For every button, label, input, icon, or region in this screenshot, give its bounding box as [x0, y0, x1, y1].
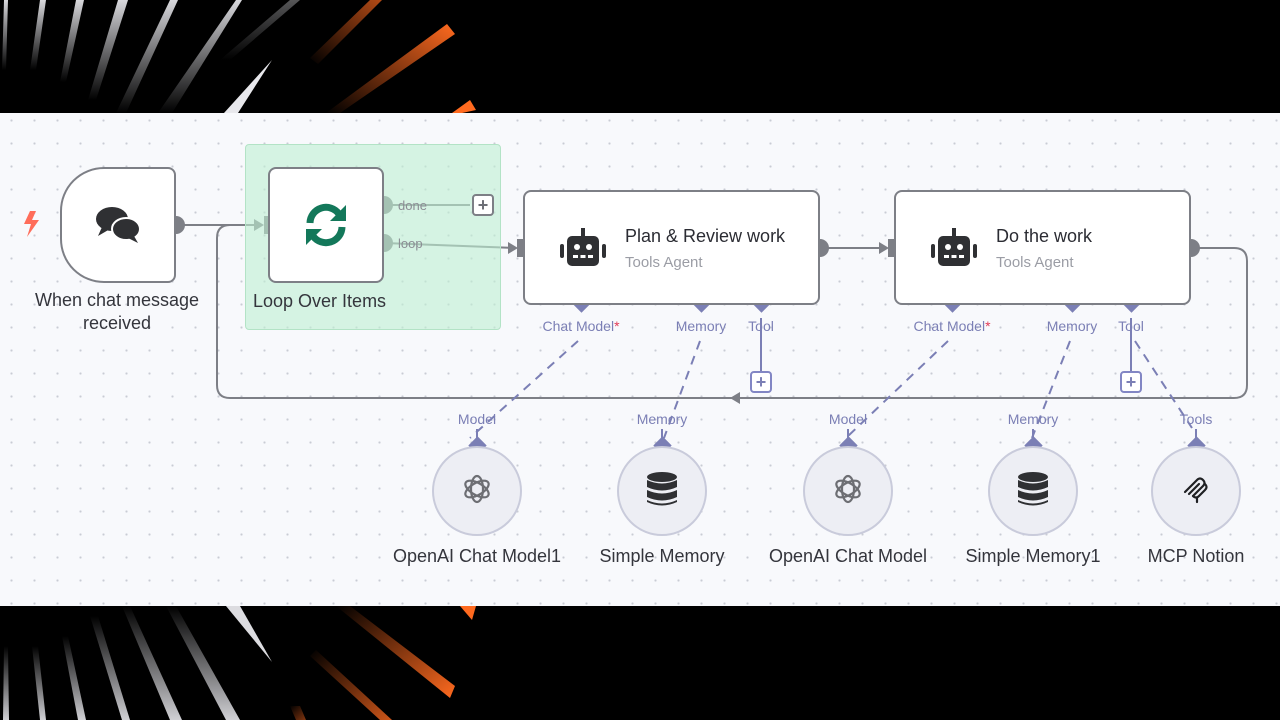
agent-subtitle: Tools Agent: [996, 254, 1074, 271]
agent-title: Plan & Review work: [625, 226, 786, 246]
agent-node-do-work[interactable]: Do the work Tools Agent: [894, 190, 1191, 305]
connections-layer: [167, 196, 1248, 455]
simple-memory1-node[interactable]: [988, 446, 1078, 536]
workflow-canvas[interactable]: When chat message received done loop + L…: [0, 113, 1280, 606]
loop-over-items-node[interactable]: [268, 167, 384, 283]
agent-node-plan-review[interactable]: Plan & Review work Tools Agent: [523, 190, 820, 305]
agent2-input-port: [888, 239, 895, 257]
agent1-input-port: [517, 239, 524, 257]
agent1-port-tool[interactable]: Tool: [748, 318, 774, 334]
lightning-bolt-icon: [22, 211, 42, 242]
agent-title: Do the work: [996, 226, 1093, 246]
agent-subtitle: Tools Agent: [625, 254, 703, 271]
subnode-port-label: Model: [457, 411, 497, 427]
openai-icon: [459, 471, 495, 512]
loop-output-label-loop: loop: [398, 236, 423, 251]
subnode-port-label: Model: [828, 411, 868, 427]
robot-icon: [555, 226, 611, 270]
agent2-add-tool-button[interactable]: +: [1120, 371, 1142, 393]
subnode-label: Simple Memory: [599, 546, 725, 566]
agent2-port-memory[interactable]: Memory: [1046, 318, 1098, 334]
top-decorative-banner: [0, 0, 1280, 113]
subnode-port-label: Tools: [1179, 411, 1213, 427]
openai-icon: [830, 471, 866, 512]
agent1-port-chat-model[interactable]: Chat Model*: [542, 318, 620, 334]
agent1-add-tool-button[interactable]: +: [750, 371, 772, 393]
agent2-port-tool[interactable]: Tool: [1118, 318, 1144, 334]
chat-bubbles-icon: [62, 169, 174, 281]
simple-memory-node[interactable]: [617, 446, 707, 536]
light-rays-graphic: [2, 0, 476, 113]
database-icon: [646, 471, 678, 512]
subnode-label: Simple Memory1: [965, 546, 1101, 566]
subnode-port-label: Memory: [1007, 411, 1059, 427]
light-rays-graphic: [3, 606, 476, 720]
openai-chat-model1-node[interactable]: [432, 446, 522, 536]
database-icon: [1017, 471, 1049, 512]
refresh-cycle-icon: [270, 169, 382, 281]
trigger-node-chat[interactable]: [60, 167, 176, 283]
subnode-label: OpenAI Chat Model1: [392, 546, 562, 566]
bottom-decorative-banner: [0, 606, 1280, 720]
mcp-notion-node[interactable]: [1151, 446, 1241, 536]
openai-chat-model-node[interactable]: [803, 446, 893, 536]
loop-output-label-done: done: [398, 198, 427, 213]
robot-icon: [926, 226, 982, 270]
subnode-label: OpenAI Chat Model: [768, 546, 928, 566]
agent1-port-memory[interactable]: Memory: [675, 318, 727, 334]
agent2-port-chat-model[interactable]: Chat Model*: [913, 318, 991, 334]
subnode-port-label: Memory: [636, 411, 688, 427]
loop-node-label: Loop Over Items: [253, 291, 387, 311]
subnode-label: MCP Notion: [1147, 546, 1245, 566]
mcp-icon: [1181, 474, 1211, 509]
add-node-after-done-button[interactable]: +: [472, 194, 494, 216]
trigger-node-label: When chat message received: [34, 290, 200, 333]
